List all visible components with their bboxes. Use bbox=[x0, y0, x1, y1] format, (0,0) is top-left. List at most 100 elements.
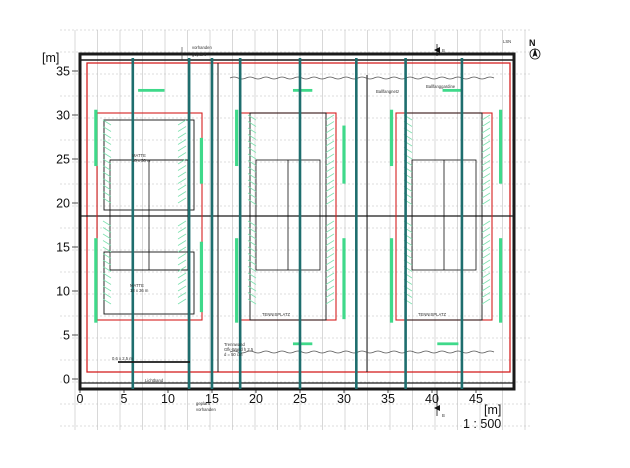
x-tick-label: 10 bbox=[161, 392, 175, 406]
light-bar-horizontal bbox=[292, 88, 313, 92]
annotation-ballfanggardine: Ballfanggardine bbox=[426, 84, 456, 89]
hatch-tick bbox=[325, 166, 335, 173]
hatch-tick bbox=[177, 259, 187, 266]
hatch-tick bbox=[481, 240, 491, 246]
hatch-tick bbox=[247, 160, 257, 166]
section-marker-bottom: B bbox=[434, 388, 445, 418]
hatch-tick bbox=[102, 298, 112, 305]
hatch-tick bbox=[102, 191, 112, 197]
hatch-tick bbox=[102, 152, 112, 158]
ballfang-curtain-top bbox=[229, 76, 495, 80]
x-tick-label: 15 bbox=[205, 392, 219, 406]
light-bar bbox=[94, 109, 98, 167]
hatch-tick bbox=[102, 126, 112, 132]
hatch-tick bbox=[102, 227, 112, 233]
hatch-tick bbox=[177, 197, 187, 204]
section-marker-top: B bbox=[434, 44, 445, 56]
hatch-tick bbox=[177, 220, 187, 227]
court-1-bottom-dim: 18 x 36 m bbox=[130, 288, 149, 293]
y-tick-label: 25 bbox=[56, 153, 70, 167]
hatch-tick bbox=[247, 179, 257, 186]
light-bar bbox=[342, 125, 346, 184]
hatch-tick bbox=[481, 199, 491, 205]
hatch-tick bbox=[102, 178, 112, 184]
hatch-tick bbox=[177, 158, 187, 165]
annotation-ballfangnetz: Ballfangnetz bbox=[376, 89, 399, 94]
hatch-tick bbox=[247, 173, 257, 179]
annotation-geplant-top: geplant bbox=[192, 52, 207, 57]
hatch-tick bbox=[102, 259, 112, 266]
lighting-hatches bbox=[102, 114, 491, 305]
hatch-tick bbox=[325, 186, 335, 192]
hatch-tick bbox=[481, 186, 491, 192]
hatch-tick bbox=[325, 192, 335, 199]
hatch-tick bbox=[325, 127, 335, 134]
hatch-tick bbox=[481, 134, 491, 140]
annotation-vorhanden-bottom: vorhanden bbox=[196, 407, 216, 412]
hatch-tick bbox=[102, 292, 112, 298]
hatch-tick bbox=[325, 173, 335, 179]
x-tick-label: 0 bbox=[77, 392, 84, 406]
court-2-label: TENNISPLATZ bbox=[262, 312, 291, 317]
hatch-tick bbox=[481, 160, 491, 166]
courts bbox=[96, 112, 493, 321]
hatch-tick bbox=[177, 139, 187, 145]
north-arrow: N bbox=[529, 38, 541, 60]
hatch-tick bbox=[177, 145, 187, 152]
hatch-tick bbox=[177, 298, 187, 305]
light-bar bbox=[389, 109, 394, 167]
hatch-tick bbox=[247, 227, 257, 233]
hatch-tick bbox=[247, 246, 257, 253]
hatch-tick bbox=[481, 127, 491, 134]
hatch-tick bbox=[481, 298, 491, 305]
hatch-tick bbox=[247, 166, 257, 173]
light-bar bbox=[342, 238, 346, 320]
hatch-tick bbox=[325, 160, 335, 166]
hatch-tick bbox=[102, 158, 112, 165]
hatch-tick bbox=[325, 240, 335, 246]
light-bar-horizontal bbox=[437, 342, 459, 346]
hatch-tick bbox=[325, 153, 335, 160]
hatch-tick bbox=[247, 140, 257, 147]
x-tick-label: 45 bbox=[469, 392, 483, 406]
hatch-tick bbox=[325, 114, 335, 121]
y-tick-label: 20 bbox=[56, 197, 70, 211]
hatch-tick bbox=[481, 179, 491, 186]
hatch-tick bbox=[325, 285, 335, 292]
light-bar bbox=[199, 241, 204, 313]
hatch-tick bbox=[325, 298, 335, 305]
site-boundary bbox=[86, 62, 511, 373]
roof-trusses bbox=[131, 58, 464, 389]
hatch-tick bbox=[102, 240, 112, 246]
hatch-tick bbox=[102, 197, 112, 204]
hatch-tick bbox=[481, 220, 491, 227]
light-bar bbox=[235, 109, 239, 167]
hatch-tick bbox=[247, 279, 257, 285]
hatch-tick bbox=[102, 165, 112, 171]
y-tick-label: 5 bbox=[63, 329, 70, 343]
hatch-tick bbox=[177, 132, 187, 139]
hatch-tick bbox=[325, 292, 335, 298]
hatch-tick bbox=[481, 121, 491, 127]
annotation-trennwand: Trennwand bbox=[224, 342, 245, 347]
ballfang-curtain-bottom bbox=[229, 350, 495, 354]
hatch-tick bbox=[481, 272, 491, 279]
hatch-tick bbox=[247, 199, 257, 205]
hatch-tick bbox=[177, 233, 187, 240]
hall-outer-wall bbox=[78, 52, 516, 391]
hatch-tick bbox=[325, 259, 335, 266]
x-tick-label: 35 bbox=[381, 392, 395, 406]
hatch-tick bbox=[481, 173, 491, 179]
svg-text:B: B bbox=[442, 48, 445, 53]
hatch-tick bbox=[481, 153, 491, 160]
y-tick-label: 15 bbox=[56, 241, 70, 255]
annotation-vorhanden-top: vorhanden bbox=[192, 45, 212, 50]
hatch-tick bbox=[177, 246, 187, 253]
y-tick-label: 35 bbox=[56, 65, 70, 79]
annotation-trennwand-dim: Gfk-Wand h 2,5 bbox=[224, 347, 254, 352]
hatch-tick bbox=[325, 121, 335, 127]
court-2-lines bbox=[249, 112, 327, 321]
hatch-tick bbox=[325, 179, 335, 186]
hatch-tick bbox=[247, 186, 257, 192]
